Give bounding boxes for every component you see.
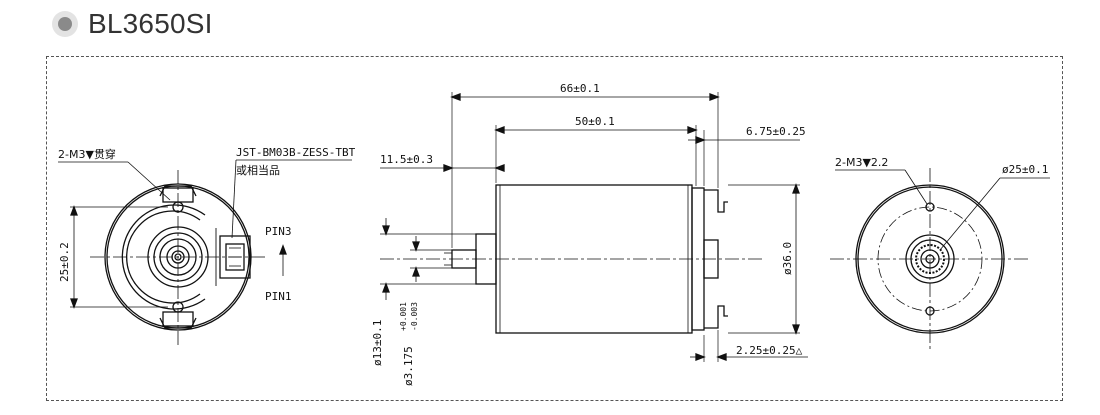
shaft-diameter-dim: ø3.175 [402,346,415,386]
boss-diameter-dim: ø13±0.1 [371,320,384,366]
overall-length-dim: 66±0.1 [560,82,600,95]
side-view [380,92,808,362]
rear-view [830,168,1050,350]
connector-label: JST-BM03B-ZESS-TBT [236,146,356,159]
rear-pcd-dim: ø25±0.1 [1002,163,1048,176]
shaft-tol-lower: -0.003 [410,302,419,331]
body-length-dim: 50±0.1 [575,115,615,128]
front-hole-note: 2-M3▼贯穿 [58,147,116,161]
connector-note: 或相当品 [236,163,280,177]
front-view [58,159,352,345]
body-diameter-dim: ø36.0 [781,242,794,275]
rear-hole-note: 2-M3▼2.2 [835,156,888,169]
hole-spacing-dim: 25±0.2 [58,242,71,282]
page-title: BL3650SI [88,8,213,39]
header: BL3650SI [52,4,213,44]
rear-dim: 2.25±0.25△ [736,344,803,357]
pin-bottom-label: PIN1 [265,290,292,303]
flange-offset-dim: 6.75±0.25 [746,125,806,138]
shaft-extension-dim: 11.5±0.3 [380,153,433,166]
pin-top-label: PIN3 [265,225,292,238]
drawing-frame [46,56,1063,401]
shaft-tol-upper: +0.001 [399,302,408,331]
radio-dot-icon [52,11,78,37]
